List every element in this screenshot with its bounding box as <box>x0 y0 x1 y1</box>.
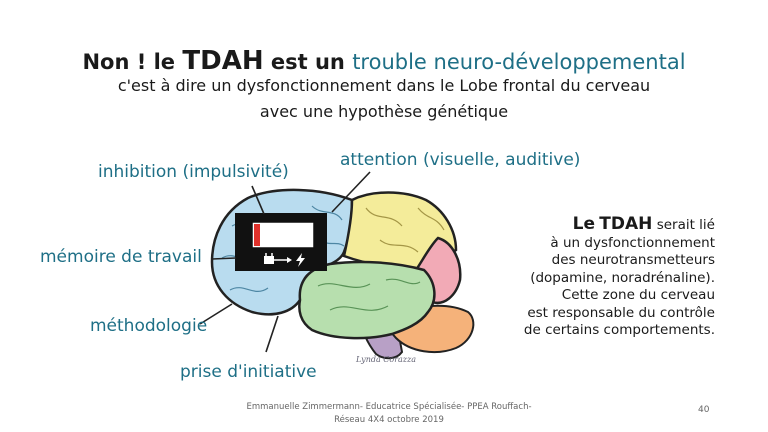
plug-icon <box>264 253 292 264</box>
pointer-memoire <box>211 257 237 260</box>
explanation-line-2: à un dysfonctionnement <box>550 234 715 251</box>
parietal-gyri <box>365 207 445 253</box>
title-line-1: Non ! le TDAH est un trouble neuro-dével… <box>0 46 768 76</box>
pointer-methodologie <box>199 303 233 325</box>
label-attention: attention (visuelle, auditive) <box>340 150 581 170</box>
pointer-lines <box>199 171 371 353</box>
explanation-rest1: serait lié <box>656 217 715 233</box>
footer: Emmanuelle Zimmermann- Educatrice Spécia… <box>230 401 548 427</box>
page-number: 40 <box>698 405 710 415</box>
title-line-3: avec une hypothèse génétique <box>259 102 509 121</box>
explanation-line-4: (dopamine, noradrénaline). <box>530 269 715 286</box>
label-prise: prise d'initiative <box>180 362 317 382</box>
temporal-gyri <box>317 278 421 311</box>
title-le: le <box>153 50 176 74</box>
title-non: Non ! <box>82 50 147 74</box>
explanation-line-6: est responsable du contrôle <box>527 304 715 321</box>
explanation-line-7: de certains comportements. <box>523 322 715 338</box>
explanation-le: Le <box>572 214 595 234</box>
label-memoire: mémoire de travail <box>40 247 202 267</box>
explanation-line-3: des neurotransmetteurs <box>551 252 715 268</box>
battery-low-icon <box>235 213 327 271</box>
lightning-icon <box>296 253 305 267</box>
explanation-tdah: TDAH <box>599 214 653 234</box>
title-tdah: TDAH <box>182 46 264 76</box>
pointer-attention <box>331 171 371 213</box>
explanation-line-1: Le TDAH serait lié <box>470 214 715 235</box>
signature: Lynda Corazza <box>355 355 416 364</box>
title-line-2: c'est à dire un dysfonctionnement dans l… <box>117 76 651 95</box>
pointer-inhibition <box>251 185 265 215</box>
explanation-line-5: Cette zone du cerveau <box>561 287 715 303</box>
explanation-block: Le TDAH serait lié à un dysfonctionnemen… <box>470 214 715 340</box>
footer-line-1: Emmanuelle Zimmermann- Educatrice Spécia… <box>246 402 532 412</box>
label-inhibition: inhibition (impulsivité) <box>98 162 289 182</box>
title-trouble: trouble neuro-développemental <box>352 50 686 74</box>
label-methodologie: méthodologie <box>90 316 208 336</box>
title-est: est un <box>270 50 345 74</box>
pointer-prise <box>265 315 279 353</box>
footer-line-2: Réseau 4X4 octobre 2019 <box>334 415 444 425</box>
